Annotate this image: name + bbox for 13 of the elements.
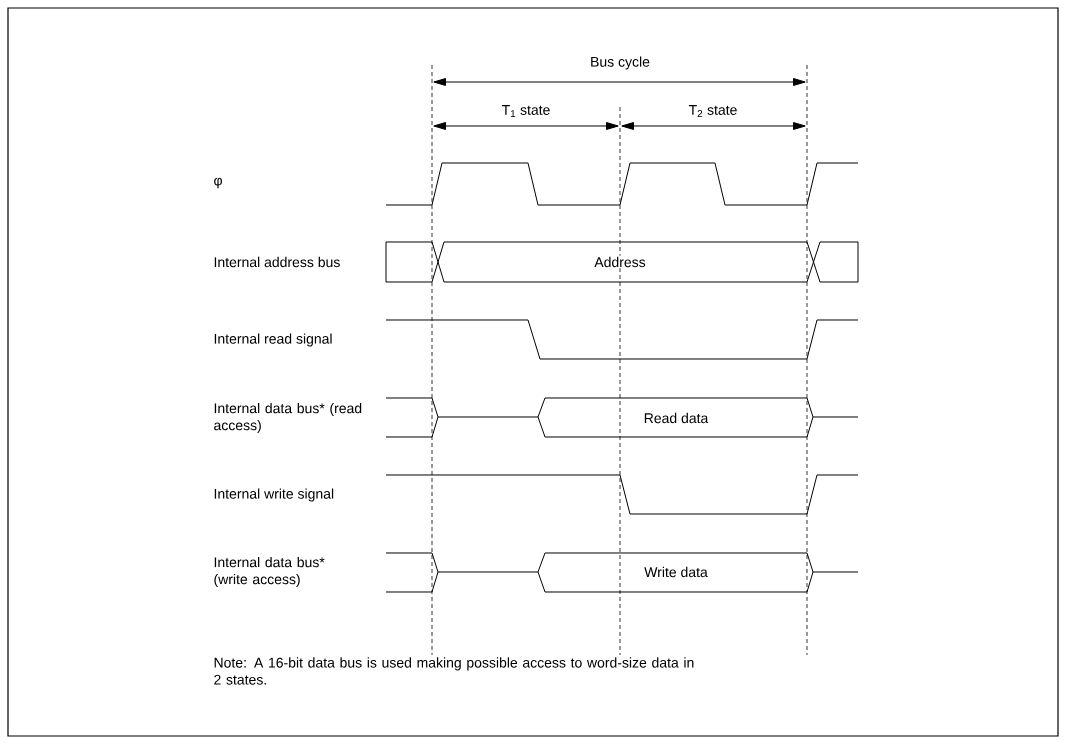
signal-label: Internal data bus* (write access) — [214, 556, 325, 587]
signal-label: Internal write signal — [214, 488, 334, 502]
bus-value-label: Read data — [642, 411, 710, 425]
bus-value-label: Write data — [643, 565, 709, 579]
dimension-label: T$_{1}$ state — [500, 104, 552, 118]
dimension-label: Bus cycle — [589, 55, 651, 71]
note-text: Note: A 16-bit data bus is used making possible access to word-size data in 2 states. — [214, 657, 694, 685]
signal-label: Internal address bus — [214, 256, 340, 268]
signal-label: φ — [214, 177, 222, 189]
bus-value-label: Address — [593, 255, 647, 269]
signal-label: Internal data bus* (read access) — [214, 402, 362, 433]
dimension-label: T$_{2}$ state — [687, 104, 739, 118]
signal-label: Internal read signal — [214, 333, 332, 347]
